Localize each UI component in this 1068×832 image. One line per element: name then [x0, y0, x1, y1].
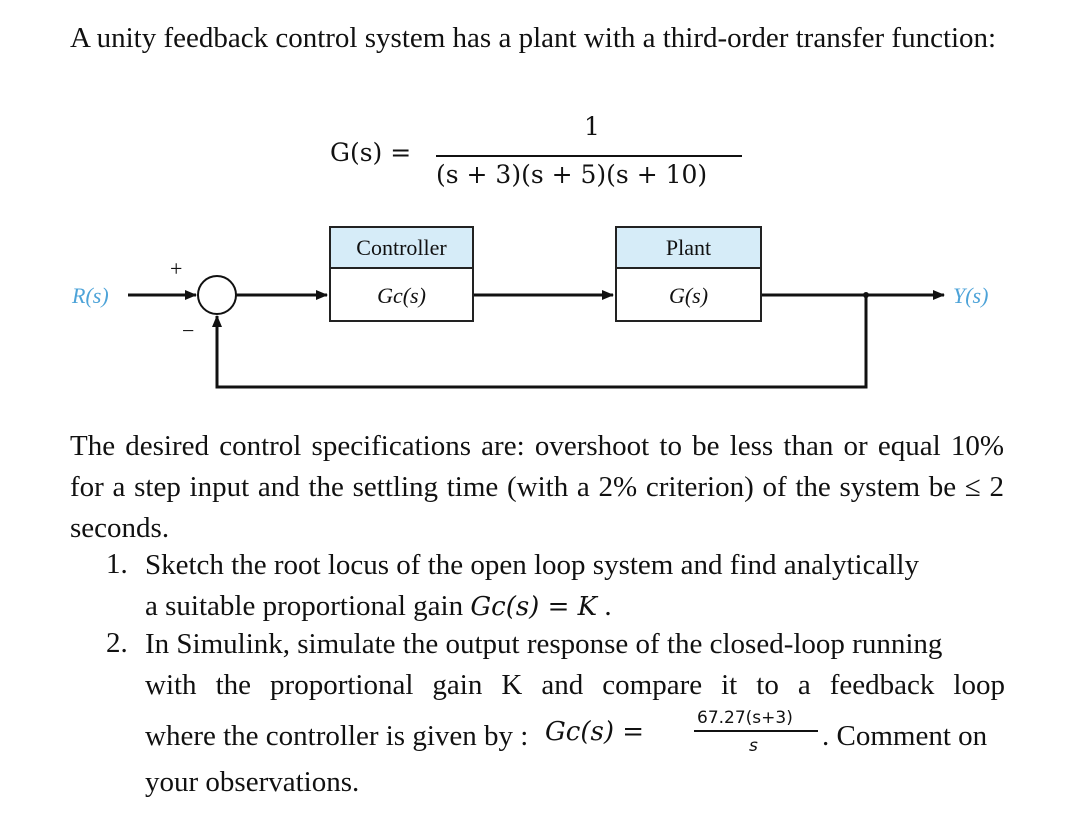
- task-1-number: 1.: [106, 548, 128, 580]
- specs-text: The desired control specifications are: …: [70, 430, 1004, 544]
- task-1-line2: a suitable proportional gain Gc(s) = K .: [145, 586, 612, 628]
- plus-sign: +: [170, 256, 183, 281]
- task-1-text: a suitable proportional gain: [145, 590, 464, 622]
- output-label: Y(s): [953, 283, 989, 308]
- tf-numerator: 1: [584, 112, 600, 141]
- task-2-line3-prefix: where the controller is given by :: [145, 720, 529, 752]
- plant-symbol: G(s): [668, 283, 709, 308]
- task-2-line3-suffix: . Comment on: [822, 720, 988, 752]
- task-2-line2: with the proportional gain K and compare…: [145, 665, 1005, 747]
- task-2-line4: your observations.: [145, 766, 360, 798]
- fraction-numerator: 67.27(s+3): [697, 708, 793, 728]
- fraction-bar: [694, 730, 818, 732]
- block-diagram: [128, 275, 945, 389]
- task-2-line1: In Simulink, simulate the output respons…: [145, 628, 943, 660]
- tf-fraction-bar: [436, 155, 742, 157]
- tf-denominator: (s + 3)(s + 5)(s + 10): [436, 160, 708, 189]
- tf-lhs: G(s) =: [330, 138, 412, 167]
- task-1-line1: Sketch the root locus of the open loop s…: [145, 549, 919, 581]
- input-label: R(s): [72, 283, 109, 308]
- plant-title: Plant: [617, 228, 760, 269]
- task-2-controller-equation: Gc(s) =: [545, 717, 645, 747]
- controller-title: Controller: [331, 228, 472, 269]
- feedback-path: [215, 295, 868, 389]
- controller-block: Controller Gc(s): [329, 226, 474, 322]
- task-1-gain-equation: Gc(s) = K: [470, 592, 598, 622]
- minus-sign: −: [182, 318, 195, 343]
- plant-block: Plant G(s): [615, 226, 762, 322]
- intro-text: A unity feedback control system has a pl…: [70, 22, 997, 54]
- task-2-number: 2.: [106, 627, 128, 659]
- fraction-denominator: s: [749, 736, 758, 756]
- task-2-line2-text: with the proportional gain K and compare…: [145, 669, 1005, 701]
- controller-symbol: Gc(s): [377, 283, 426, 308]
- summing-junction: [197, 275, 237, 315]
- task-1-period: .: [604, 590, 612, 622]
